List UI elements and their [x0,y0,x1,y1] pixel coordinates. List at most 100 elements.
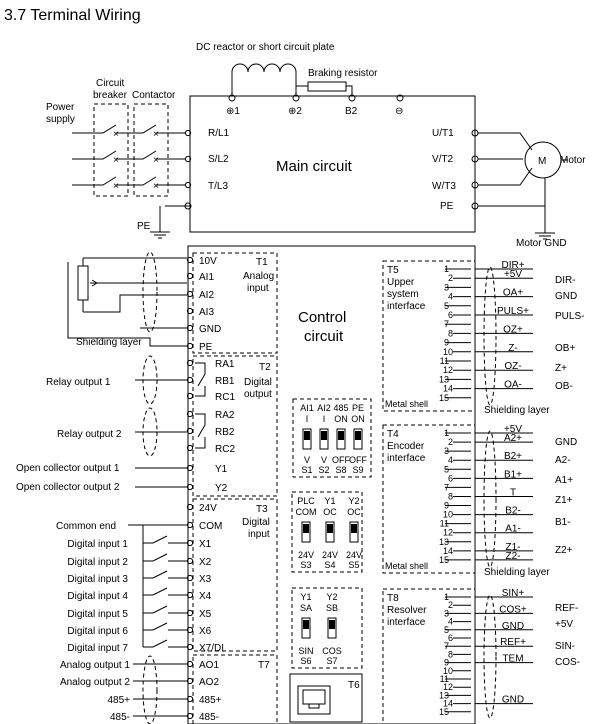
t8-signal-4: TEM [502,654,523,665]
svg-text:×: × [113,129,119,140]
common-end-label: Common end [56,521,116,532]
t5-right-4: Z+ [555,363,567,374]
t5-signal-0: DIR+ [501,260,524,271]
t8-right-3: COS- [555,657,580,668]
t4-metal: Metal shell [385,561,428,571]
sw1-bot1-2: OFF [332,455,350,465]
t4-pin-num-6: 6 [448,473,453,483]
t1-pin-gnd: GND [199,324,221,335]
sw3-top-0: Y1 [300,592,311,602]
svg-text:×: × [153,129,159,140]
t4-signal-8: Z2- [506,551,521,562]
t3-pin-x5: X5 [199,609,212,620]
input-tl3: T/L3 [208,181,228,192]
motor-label: Motor [560,155,586,166]
circuit-breaker-label: Circuit breaker [93,78,128,101]
t5-shielding: Shielding layer [484,405,550,416]
t8-signal-3: REF+ [500,637,526,648]
digital-input-4-label: Digital input 4 [67,591,128,602]
digital-input-2-label: Digital input 2 [67,557,128,568]
t4-signal-4: T [510,487,516,498]
t4-signal-6: A1- [505,524,521,535]
sw3-bot1-0: SIN [298,646,313,656]
t3-pin-x2: X2 [199,557,212,568]
t1-shield [142,251,158,333]
t7-pin-485minus: 485- [199,712,219,723]
sw1-bot2-3: S9 [352,465,363,475]
svg-text:×: × [153,181,159,192]
dc-reactor-coil [231,63,297,96]
sw1-top2-3: ON [351,414,365,424]
sw2-top2-2: OC [347,507,361,517]
t4-right-3: Z1+ [555,495,573,506]
t5-signal-6: OZ- [504,361,521,372]
potentiometer [77,265,89,301]
dc-reactor-label: DC reactor or short circuit plate [196,42,335,53]
t1-box [192,252,278,354]
t1-name: T1 [256,257,268,268]
t8-pin-num-12: 12 [443,682,453,692]
t4-pin-num-11: 11 [440,519,449,529]
t8-signal-2: GND [502,621,524,632]
digital-input-1-label: Digital input 1 [67,539,128,550]
sw1-bot2-0: S1 [301,465,312,475]
t4-pin-num-8: 8 [448,491,453,501]
t4-pin-num-13: 13 [439,537,449,547]
input-sl2: S/L2 [208,154,229,165]
digital-input-6-label: Digital input 6 [67,626,128,637]
t5-pin-num-10: 10 [443,347,453,357]
sw1-top2-1: I [323,414,326,424]
pe-left-label: PE [137,221,151,232]
t3-pin-x1: X1 [199,539,212,550]
sw1-bot2-2: S8 [335,465,346,475]
t8-pin-num-2: 2 [448,600,453,610]
output-ut1: U/T1 [432,128,454,139]
relay-output-2-label: Relay output 2 [57,429,122,440]
sw3-bot1-1: COS [322,646,342,656]
t8-signal-0: SIN+ [502,588,525,599]
sw2-top-2: Y2 [348,496,359,506]
t8-pin-num-6: 6 [448,633,453,643]
main-outputs: U/T1 V/T2 W/T3 PE M Motor Motor GND [432,128,586,249]
t4-pin-num-4: 4 [448,455,453,465]
t8-signal-1: COS+ [499,604,527,615]
sw1-top-0: AI1 [300,403,314,413]
sw2-top-1: Y1 [324,496,335,506]
t8-pin-num-15: 15 [439,707,449,717]
motor-m: M [538,156,546,167]
t6-name: T6 [348,680,360,691]
t4-right-1: A2- [555,455,571,466]
t2-pin-y2: Y2 [215,483,228,494]
power-lines: ×××××× [72,124,192,192]
t4-right-2: A1+ [555,475,573,486]
t8-pin-num-13: 13 [439,690,449,700]
sw1-bot1-0: V [304,455,310,465]
t4-name: T4 [387,429,399,440]
braking-resistor [307,81,347,92]
t3-pin-com: COM [199,521,222,532]
dc-terminal-p2: ⊕2 [288,106,302,117]
t5-desc-2: interface [387,301,426,312]
control-circuit-title: Control circuit [298,309,351,345]
t4-desc-1: interface [387,453,426,464]
t5-signal-2: OA+ [503,288,523,299]
t3-box [192,498,278,652]
t1-pin-ai2: AI2 [199,290,214,301]
t4-signal-3: B1+ [504,469,522,480]
t8-pin-num-4: 4 [448,617,453,627]
t5-right-2: PULS- [555,311,584,322]
t3-desc: Digital input [242,517,273,540]
sw2-bot2-1: S4 [324,560,335,570]
sw3-bot2-0: S6 [300,656,311,666]
sw1-top-2: 485 [333,403,348,413]
t8-pin-num-14: 14 [443,699,453,709]
t4-pin-num-14: 14 [443,546,453,556]
svg-text:×: × [153,155,159,166]
t4-pin-num-12: 12 [443,528,453,538]
